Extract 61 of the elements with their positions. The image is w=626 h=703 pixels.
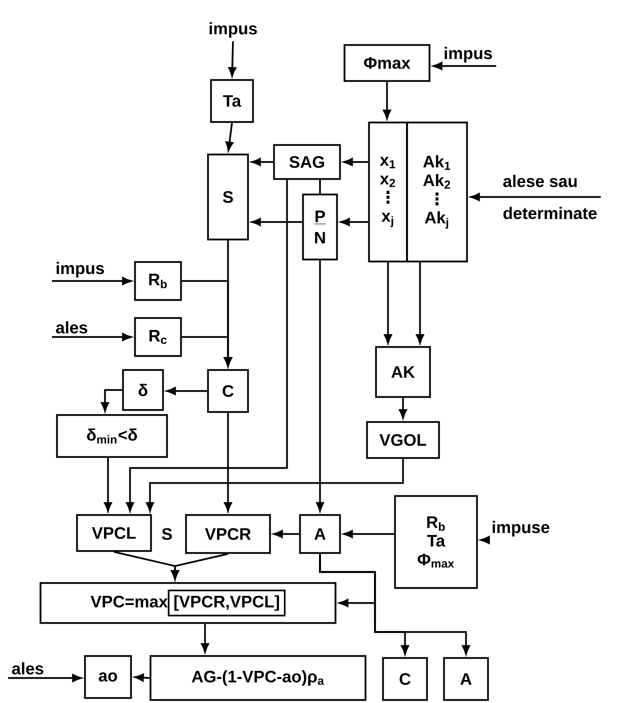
arrow bbox=[101, 389, 122, 412]
arrow bbox=[251, 218, 302, 226]
arrow bbox=[319, 554, 470, 655]
arrow bbox=[251, 158, 274, 166]
process-box: R$_{b}$ bbox=[134, 261, 182, 301]
input-label: alese sau determinate bbox=[503, 174, 597, 220]
input-label: impus bbox=[56, 262, 104, 278]
arrow bbox=[126, 180, 288, 512]
process-box: VPCR bbox=[185, 514, 271, 554]
arrow bbox=[134, 674, 150, 682]
arrow bbox=[166, 387, 208, 395]
process-box: δ bbox=[122, 369, 164, 411]
arrow bbox=[316, 260, 324, 512]
process-box: A bbox=[299, 514, 341, 554]
process-box: C bbox=[382, 657, 428, 701]
arrow bbox=[225, 122, 234, 152]
process-box: VPC=max [VPCR,VPCL] bbox=[40, 582, 336, 624]
arrow bbox=[399, 398, 407, 419]
symbol-label: S bbox=[162, 528, 172, 540]
arrow bbox=[104, 458, 112, 512]
arrow bbox=[343, 158, 368, 166]
process-box: AG-(1-VPC-ao)ρ$_{a}$ bbox=[150, 655, 366, 701]
table-column: Ak$_{1}$ Ak$_{2}$ ⋮ Ak$_{j}$ bbox=[406, 122, 468, 262]
arrow bbox=[273, 530, 300, 538]
process-box: Φmax bbox=[344, 44, 430, 82]
arrow bbox=[228, 41, 236, 77]
process-box: R$_{c}$ bbox=[134, 317, 182, 357]
input-label: ales bbox=[56, 321, 88, 334]
arrow bbox=[340, 218, 368, 226]
process-box: VGOL bbox=[366, 421, 440, 459]
process-box: A bbox=[443, 657, 489, 701]
arrow bbox=[383, 82, 391, 120]
arrow bbox=[480, 536, 490, 544]
arrow bbox=[384, 262, 392, 344]
table-column: x$_{1}$ x$_{2}$ ⋮ x$_{j}$ bbox=[368, 122, 408, 262]
process-box: VPCL bbox=[76, 514, 152, 552]
process-box: Ta bbox=[210, 79, 254, 123]
arrow bbox=[52, 333, 132, 341]
input-label: ales bbox=[12, 662, 44, 674]
process-box: C bbox=[207, 369, 249, 413]
arrow bbox=[224, 412, 232, 512]
input-label: impus bbox=[210, 22, 257, 38]
arrow bbox=[416, 262, 424, 344]
process-box: R$_{b}$ Ta Φ$_{max}$ bbox=[394, 495, 478, 589]
arrow bbox=[182, 336, 232, 367]
arrow bbox=[470, 193, 601, 201]
process-box: δ$_{min}$<δ bbox=[56, 414, 168, 458]
arrow bbox=[201, 624, 209, 653]
process-box: AK bbox=[375, 346, 431, 398]
process-box: ao bbox=[84, 655, 132, 699]
process-box: SAG bbox=[273, 144, 341, 180]
arrow bbox=[52, 277, 132, 285]
arrow bbox=[8, 674, 82, 682]
input-label: impuse bbox=[492, 520, 550, 536]
arrow bbox=[343, 530, 394, 538]
process-box: P N bbox=[302, 194, 338, 260]
process-box: S bbox=[207, 154, 249, 240]
arrow bbox=[171, 553, 228, 580]
arrow bbox=[432, 62, 496, 70]
input-label: impus bbox=[444, 46, 492, 62]
arrow bbox=[146, 458, 404, 512]
